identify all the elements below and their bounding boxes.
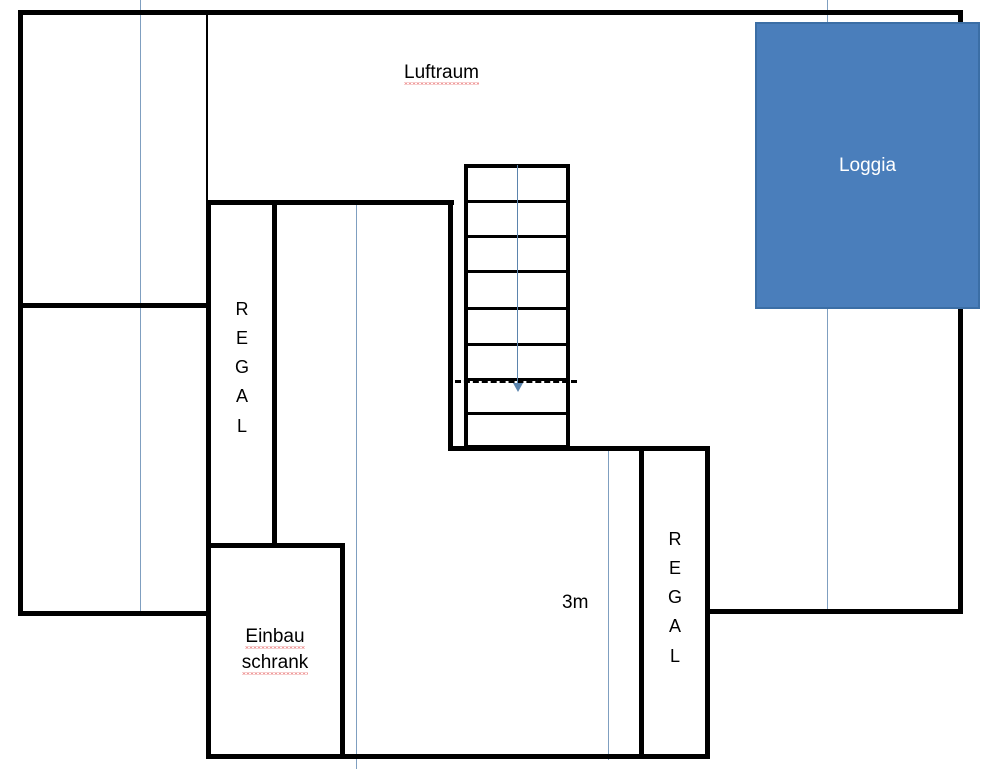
regal-left-letter-1: E [235,328,248,349]
wall-einbauschrank-right [340,543,345,758]
room-label-regal-left: R E G A L [212,295,272,441]
wall-left-divider [18,303,208,308]
room-loggia[interactable]: Loggia [755,22,980,309]
wall-einbauschrank-top [206,543,345,548]
regal-right-letter-1: E [668,558,681,579]
wall-stairs-right [566,164,570,449]
guideline-center-left [356,200,357,769]
wall-left-outer-lower [18,303,23,616]
wall-regal-left-inner [272,200,277,545]
wall-regal-right-right [705,446,710,758]
dimension-label-3m: 3m [562,590,588,616]
wall-right-outer [958,10,963,614]
regal-right-letter-4: L [669,645,680,666]
wall-right-corridor-top [448,446,710,451]
wall-center-bottom [206,754,710,759]
wall-hall-top [206,200,454,205]
wall-einbauschrank-left [206,543,211,758]
room-label-regal-right: R E G A L [645,525,705,671]
dimension-3m-text: 3m [562,592,589,613]
wall-stairs-left [464,164,468,449]
einbauschrank-line-1: Einbau [245,626,305,647]
stair-direction-arrow-icon [513,383,523,392]
wall-left-outer-upper [18,10,23,308]
luftraum-text: Luftraum [404,62,479,83]
wall-left-block-top [18,10,710,15]
room-label-loggia: Loggia [838,154,897,176]
wall-stairwell-separator [448,200,453,450]
wall-left-bottom [18,611,210,616]
guideline-left [140,0,141,616]
wall-right-block-top [705,10,963,15]
regal-left-letter-2: G [234,357,249,378]
room-label-einbauschrank: Einbau schrank [232,624,318,675]
regal-right-letter-0: R [668,529,682,549]
stair-break-dashed-line [455,380,577,383]
partition-left-upper [206,10,208,205]
regal-left-letter-0: R [235,299,249,319]
wall-right-bottom [705,609,963,614]
stair-direction-line [517,165,518,383]
regal-left-letter-3: A [235,386,248,407]
regal-left-letter-4: L [236,415,247,436]
einbauschrank-line-2: schrank [241,651,309,673]
wall-regal-right-left [639,446,644,758]
guideline-center-right [608,450,609,760]
room-label-luftraum: Luftraum [404,60,479,86]
regal-right-letter-3: A [668,616,681,637]
stair-tread-7 [464,412,570,415]
regal-right-letter-2: G [667,587,682,608]
wall-regal-left-outer [206,200,211,557]
